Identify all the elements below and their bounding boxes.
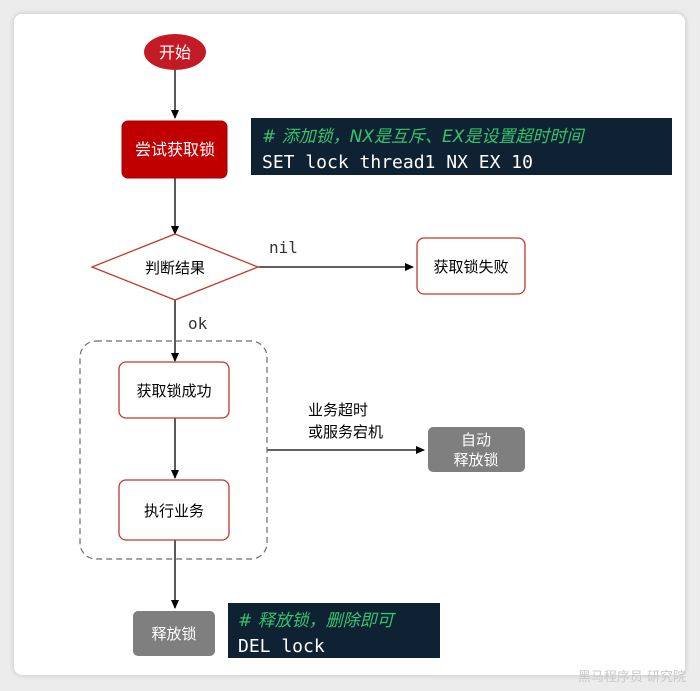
node-release-label: 释放锁 <box>151 625 196 643</box>
connectors <box>171 70 425 609</box>
node-judge-label: 判断结果 <box>145 259 205 277</box>
node-start: 开始 <box>144 34 206 70</box>
node-lock-success: 获取锁成功 <box>118 361 230 419</box>
edge-label-timeout-2: 或服务宕机 <box>308 423 383 441</box>
watermark: 黑马程序员·研究院 <box>577 670 686 685</box>
code-block-del: # 释放锁，删除即可 DEL lock <box>228 603 440 658</box>
business-group-frame <box>79 340 268 560</box>
node-judge: 判断结果 <box>90 233 260 301</box>
edge-label-ok: ok <box>188 314 208 333</box>
node-auto-release: 自动 释放锁 <box>428 427 525 472</box>
node-auto-release-line1: 自动 <box>461 431 491 449</box>
code-block-set: # 添加锁，NX是互斥、EX是设置超时时间 SET lock thread1 N… <box>251 118 672 175</box>
node-lock-success-label: 获取锁成功 <box>136 382 211 400</box>
node-start-label: 开始 <box>159 43 191 62</box>
code-set-command: SET lock thread1 NX EX 10 <box>262 152 533 173</box>
edge-label-nil: nil <box>269 238 298 257</box>
code-del-command: DEL lock <box>238 636 325 657</box>
node-execute-business-label: 执行业务 <box>144 502 204 520</box>
node-lock-fail: 获取锁失败 <box>416 237 526 295</box>
code-set-comment: # 添加锁，NX是互斥、EX是设置超时时间 <box>262 127 585 147</box>
node-auto-release-line2: 释放锁 <box>453 451 498 469</box>
node-lock-fail-label: 获取锁失败 <box>433 258 508 276</box>
node-release: 释放锁 <box>133 611 215 656</box>
node-execute-business: 执行业务 <box>118 479 230 541</box>
node-try-lock: 尝试获取锁 <box>121 120 228 179</box>
edge-label-timeout-1: 业务超时 <box>308 401 368 419</box>
node-try-lock-label: 尝试获取锁 <box>135 140 215 159</box>
code-del-comment: # 释放锁，删除即可 <box>238 611 397 631</box>
